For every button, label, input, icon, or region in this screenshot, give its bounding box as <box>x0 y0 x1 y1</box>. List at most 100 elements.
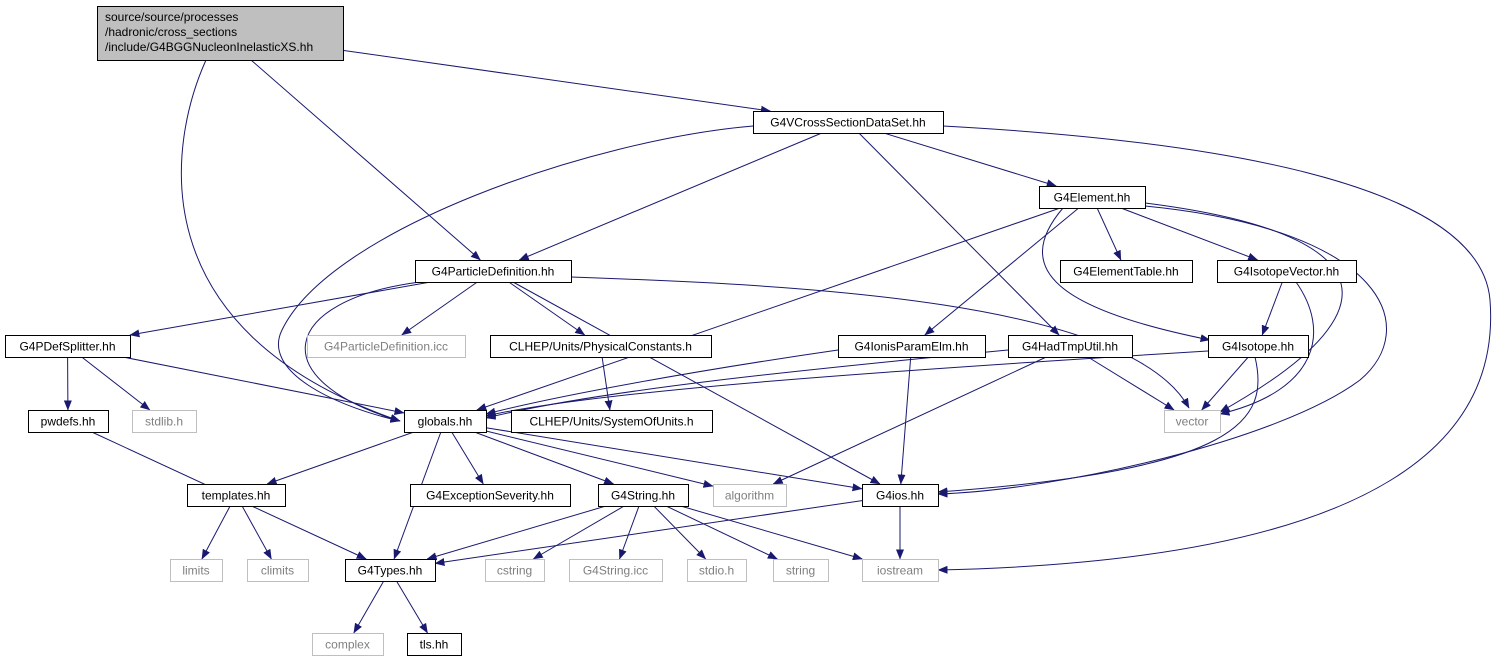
node-hadtmp[interactable]: G4HadTmpUtil.hh <box>1008 335 1133 358</box>
edge-ionis-to-g4ios <box>897 356 912 485</box>
node-box <box>1217 260 1357 283</box>
node-g4types[interactable]: G4Types.hh <box>345 559 436 582</box>
node-box <box>97 6 344 61</box>
node-label: G4String.icc <box>583 564 648 578</box>
node-label: G4String.hh <box>611 489 675 503</box>
edge-root-to-globals <box>180 59 401 422</box>
node-pwdefs[interactable]: pwdefs.hh <box>28 410 109 433</box>
node-label: vector <box>1176 415 1209 429</box>
node-label: complex <box>325 638 370 652</box>
node-label: tls.hh <box>420 638 449 652</box>
node-box <box>307 335 466 358</box>
node-label: CLHEP/Units/SystemOfUnits.h <box>529 415 693 429</box>
node-pdefsplit[interactable]: G4PDefSplitter.hh <box>5 335 131 358</box>
node-limits: limits <box>170 559 223 582</box>
node-box <box>1208 335 1309 358</box>
node-box <box>247 559 309 582</box>
node-box <box>404 410 487 433</box>
node-box <box>410 484 571 507</box>
node-box <box>407 633 462 656</box>
node-element[interactable]: G4Element.hh <box>1039 186 1146 209</box>
node-cstring: cstring <box>485 559 545 582</box>
node-box <box>1008 335 1133 358</box>
node-label: G4ParticleDefinition.icc <box>324 340 448 354</box>
node-templates[interactable]: templates.hh <box>187 484 286 507</box>
edge-g4string-to-cstring <box>532 505 625 560</box>
edge-vcross-to-globals <box>278 125 754 423</box>
nodes-layer: source/source/processes/hadronic/cross_s… <box>5 6 1357 656</box>
edge-hadtmp-to-globals <box>485 349 1009 420</box>
node-physconst[interactable]: CLHEP/Units/PhysicalConstants.h <box>490 335 712 358</box>
node-string: string <box>773 559 829 582</box>
node-label: templates.hh <box>202 489 271 503</box>
edge-g4ios-to-g4types <box>434 500 863 566</box>
node-label: G4ExceptionSeverity.hh <box>426 489 554 503</box>
node-excsev[interactable]: G4ExceptionSeverity.hh <box>410 484 571 507</box>
node-label: CLHEP/Units/PhysicalConstants.h <box>509 340 692 354</box>
edge-element-to-vector <box>1144 202 1343 413</box>
node-iostream: iostream <box>862 559 939 582</box>
node-box <box>5 335 131 358</box>
edge-isotope-to-g4ios <box>937 356 1259 496</box>
node-label: /include/G4BGGNucleonInelasticXS.hh <box>105 40 313 54</box>
node-tls[interactable]: tls.hh <box>407 633 462 656</box>
node-ionis[interactable]: G4IonisParamElm.hh <box>838 335 986 358</box>
node-isovec[interactable]: G4IsotopeVector.hh <box>1217 260 1357 283</box>
edge-pdefsplit-to-globals <box>122 356 405 415</box>
node-box <box>511 410 713 433</box>
edge-hadtmp-to-vector <box>1087 356 1175 411</box>
node-box <box>1060 260 1193 283</box>
node-label: G4Element.hh <box>1054 191 1131 205</box>
node-label: stdlib.h <box>145 415 183 429</box>
node-box <box>187 484 286 507</box>
node-vector: vector <box>1164 410 1221 433</box>
node-globals[interactable]: globals.hh <box>404 410 487 433</box>
node-box <box>773 559 829 582</box>
node-label: G4HadTmpUtil.hh <box>1022 340 1118 354</box>
node-complex: complex <box>312 633 384 656</box>
edge-element-to-globals <box>476 207 1061 411</box>
node-box <box>312 633 384 656</box>
node-sysunits[interactable]: CLHEP/Units/SystemOfUnits.h <box>511 410 713 433</box>
edge-g4string-to-g4stringicc <box>619 505 640 560</box>
node-vcross[interactable]: G4VCrossSectionDataSet.hh <box>753 111 944 134</box>
node-elemtable[interactable]: G4ElementTable.hh <box>1060 260 1193 283</box>
node-box <box>28 410 109 433</box>
edge-globals-to-algorithm <box>485 430 714 488</box>
edge-templates-to-limits <box>201 505 231 560</box>
node-box <box>485 559 545 582</box>
node-partdeficc: G4ParticleDefinition.icc <box>307 335 466 358</box>
edge-g4string-to-string <box>665 505 778 560</box>
edge-isovec-to-isotope <box>1261 281 1283 336</box>
edge-partdef-to-vector <box>570 276 1190 409</box>
node-box <box>862 559 939 582</box>
node-box <box>1039 186 1146 209</box>
node-box <box>132 410 197 433</box>
node-climits: climits <box>247 559 309 582</box>
node-partdef[interactable]: G4ParticleDefinition.hh <box>415 260 572 283</box>
node-label: cstring <box>497 564 532 578</box>
node-box <box>862 484 939 507</box>
node-label: limits <box>182 564 209 578</box>
node-root[interactable]: source/source/processes/hadronic/cross_s… <box>97 6 344 61</box>
node-box <box>598 484 689 507</box>
node-box <box>1164 410 1221 433</box>
edge-templates-to-climits <box>241 505 272 560</box>
node-isotope[interactable]: G4Isotope.hh <box>1208 335 1309 358</box>
node-label: G4IsotopeVector.hh <box>1234 265 1339 279</box>
edge-root-to-vcross <box>342 49 771 114</box>
node-label: climits <box>261 564 294 578</box>
node-label: G4PDefSplitter.hh <box>19 340 115 354</box>
node-box <box>170 559 223 582</box>
edge-globals-to-excsev <box>451 431 484 485</box>
edge-g4types-to-complex <box>353 580 385 634</box>
edge-pdefsplit-to-stdlib <box>81 356 151 411</box>
edge-ionis-to-globals <box>485 349 839 416</box>
edge-g4string-to-stdioh <box>653 505 707 560</box>
edge-vcross-to-iostream <box>937 125 1492 574</box>
node-g4ios[interactable]: G4ios.hh <box>862 484 939 507</box>
edge-g4string-to-iostream <box>680 505 863 561</box>
node-g4string[interactable]: G4String.hh <box>598 484 689 507</box>
edge-hadtmp-to-algorithm <box>772 356 1047 485</box>
